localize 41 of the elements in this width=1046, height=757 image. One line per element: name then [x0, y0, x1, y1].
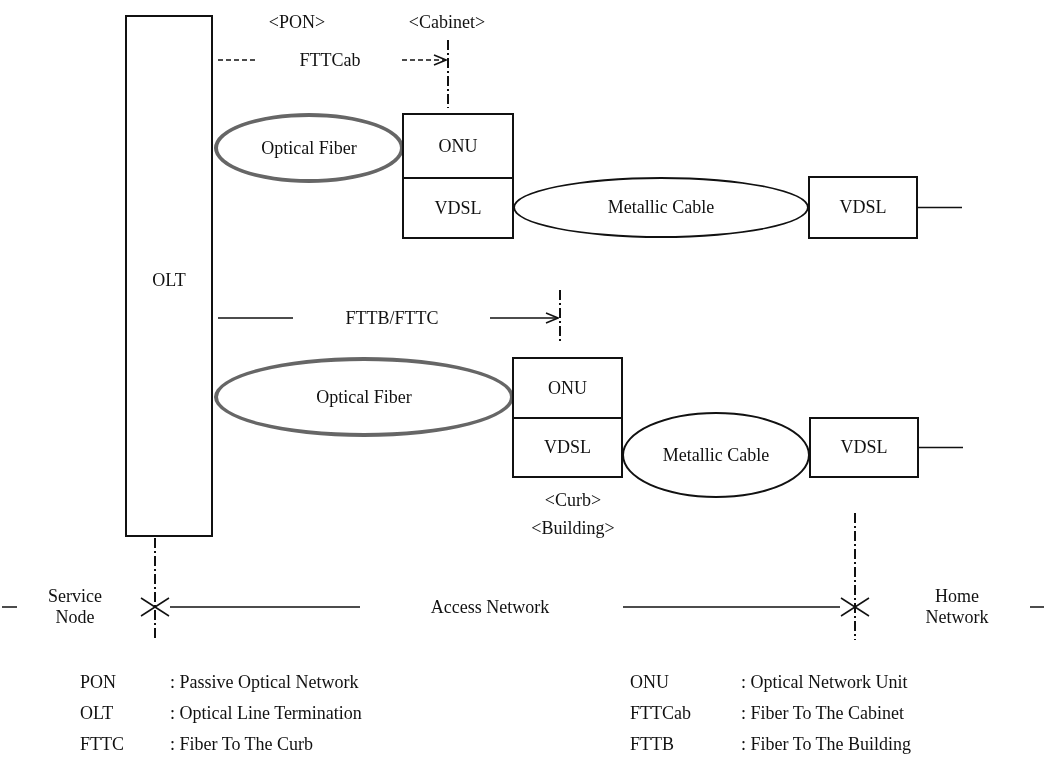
abbreviation-term: PON [80, 671, 116, 693]
network-label: Service Node [47, 586, 103, 628]
abbreviation-term: FTTC [80, 733, 124, 755]
dimension-label: FTTCab [299, 49, 361, 71]
network-label: Access Network [430, 596, 550, 618]
abbreviation-term: ONU [630, 671, 669, 693]
abbreviation-definition: : Optical Network Unit [741, 671, 908, 693]
abbreviation-term: FTTCab [630, 702, 691, 724]
block-box [809, 417, 919, 478]
dimension-label: FTTB/FTTC [345, 307, 439, 329]
node-label: VDSL [433, 197, 483, 219]
abbreviation-definition: : Fiber To The Building [741, 733, 912, 755]
node-label: VDSL [543, 437, 592, 458]
abbreviation-definition: : Fiber To The Curb [170, 733, 314, 755]
location-label: <PON> [268, 11, 326, 33]
network-label: Home Network [924, 586, 990, 628]
block-box [512, 417, 623, 478]
node-label: Optical Fiber [315, 386, 413, 408]
abbreviation-definition: : Passive Optical Network [170, 671, 359, 693]
block-box [808, 176, 918, 239]
node-label: ONU [437, 135, 479, 157]
abbreviation-term: OLT [80, 702, 114, 724]
abbreviation-term: FTTB [630, 733, 674, 755]
block-box [125, 15, 213, 537]
location-label: <Cabinet> [408, 11, 486, 33]
block-box [402, 177, 514, 239]
location-label: <Curb> [544, 489, 602, 511]
node-label: VDSL [839, 437, 889, 458]
location-label: <Building> [531, 517, 615, 539]
connector-line [918, 446, 964, 449]
abbreviation-definition: : Optical Line Termination [170, 702, 362, 724]
node-label: Metallic Cable [661, 444, 771, 466]
node-label: VDSL [838, 197, 888, 218]
node-label: OLT [151, 270, 187, 291]
block-box [512, 357, 623, 419]
node-label: ONU [547, 377, 588, 399]
block-box [402, 113, 514, 179]
node-label: Metallic Cable [606, 197, 716, 218]
abbreviation-definition: : Fiber To The Cabinet [741, 702, 905, 724]
connector-line [917, 206, 963, 209]
node-label: Optical Fiber [260, 137, 358, 159]
